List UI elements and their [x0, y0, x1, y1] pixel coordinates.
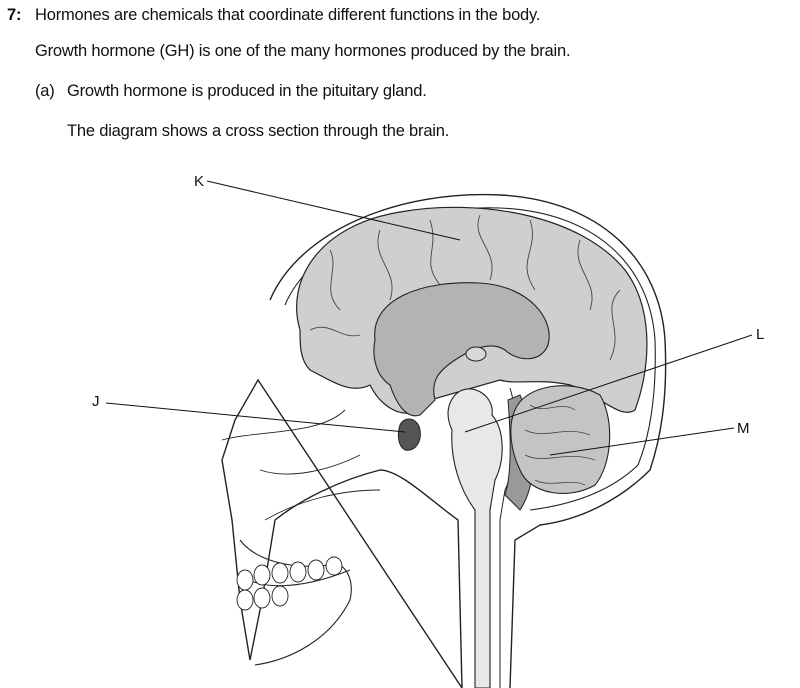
cerebellum	[510, 385, 611, 494]
pituitary-gland	[397, 418, 421, 451]
leader-line-j	[105, 402, 406, 433]
label-j: J	[92, 393, 100, 410]
part-a-text: Growth hormone is produced in the pituit…	[67, 82, 427, 100]
question-context: Growth hormone (GH) is one of the many h…	[35, 42, 571, 60]
brain-stem	[447, 388, 503, 688]
leader-line-m	[549, 427, 735, 456]
label-l: L	[756, 326, 764, 343]
diagram-caption: The diagram shows a cross section throug…	[67, 122, 450, 140]
inner-brain-region	[373, 282, 550, 417]
part-a-label: (a)	[35, 82, 55, 100]
question-number: 7:	[7, 6, 22, 24]
label-m: M	[737, 420, 750, 437]
question-intro: Hormones are chemicals that coordinate d…	[35, 6, 541, 24]
leader-line-k	[206, 180, 461, 241]
label-k: K	[194, 173, 204, 190]
leader-line-l	[464, 334, 753, 433]
